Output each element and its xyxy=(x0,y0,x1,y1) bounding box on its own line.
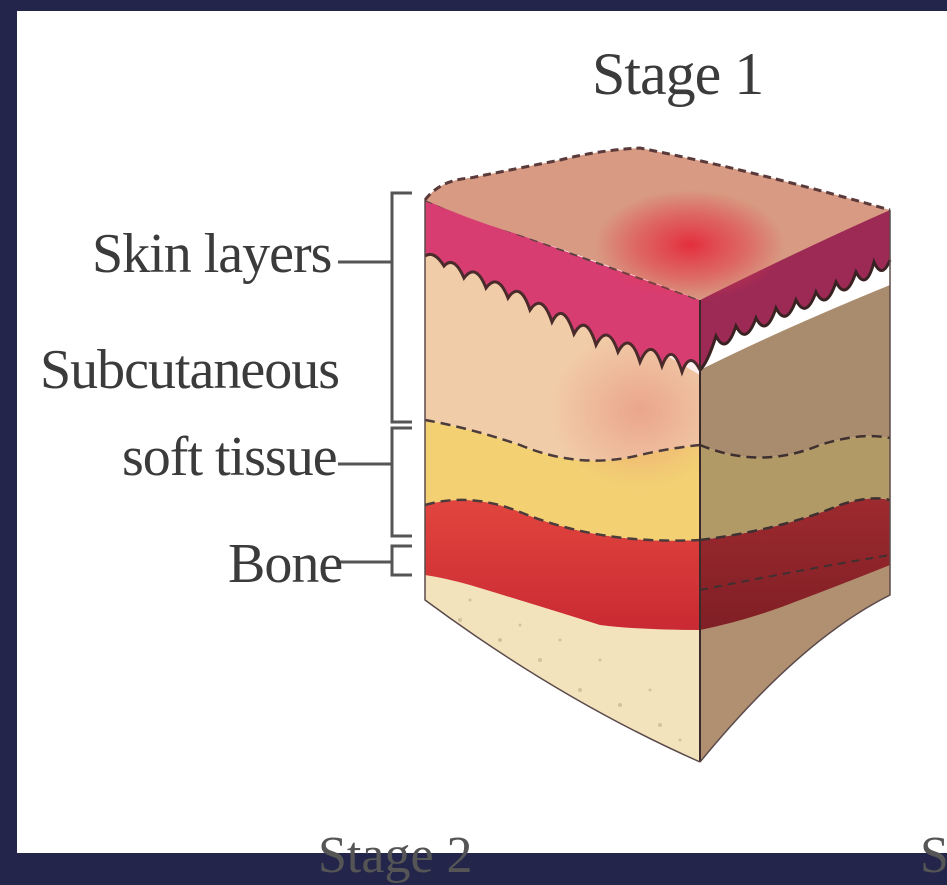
subcutaneous-label-line2: soft tissue xyxy=(122,428,337,486)
stage-title: Stage 1 xyxy=(592,40,763,109)
label-brackets xyxy=(338,193,412,575)
subcutaneous-label-line1: Subcutaneous xyxy=(40,341,339,399)
skin-layers-label: Skin layers xyxy=(92,225,331,283)
next-stage-title-right-cropped: S xyxy=(920,826,947,885)
redness-area xyxy=(595,190,785,300)
skin-bracket xyxy=(392,193,412,422)
subcutaneous-bracket xyxy=(392,428,412,536)
bone-bracket xyxy=(392,546,412,575)
slide-frame: Stage 1 Skin layers Subcutaneous soft ti… xyxy=(0,0,947,853)
next-stage-title-cropped: Stage 2 xyxy=(318,826,473,885)
bone-label: Bone xyxy=(228,535,342,593)
